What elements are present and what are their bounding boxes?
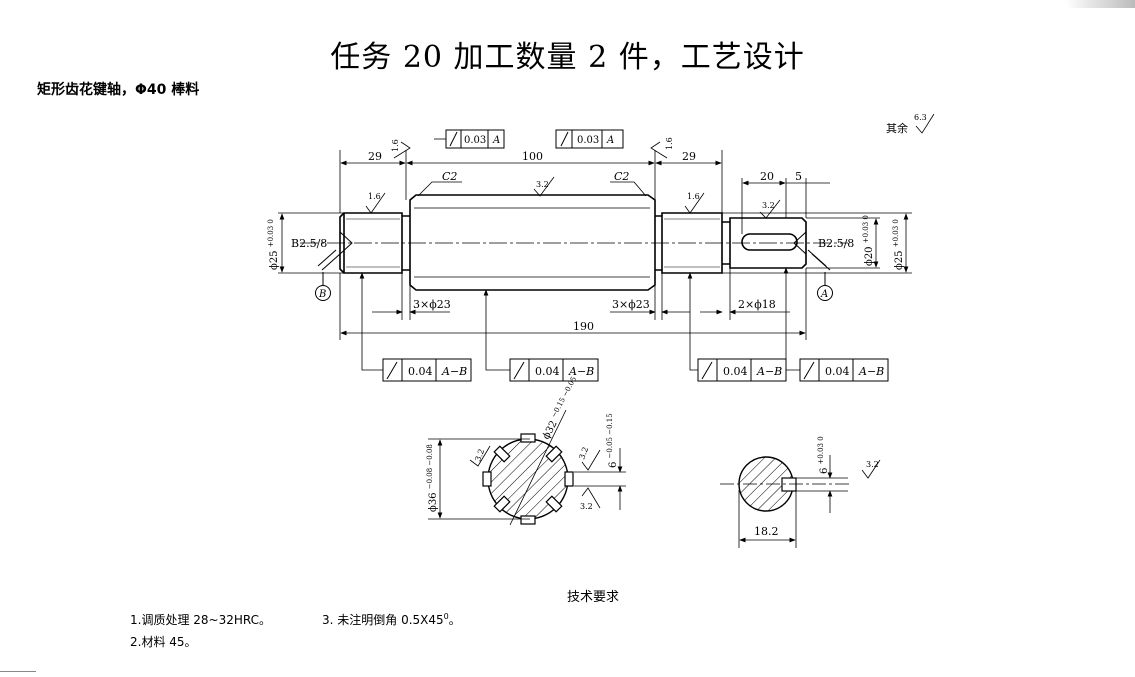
tol-frame-1	[434, 129, 505, 149]
key-width: 6 +0.03 0	[817, 436, 830, 474]
dia-right: ϕ25 +0.03 0	[892, 219, 905, 270]
center-hole-right-label: B2.5/8	[818, 237, 854, 250]
center-hole-left-label: B2.5/8	[291, 237, 327, 250]
tol-frame-3	[382, 358, 472, 382]
key-depth: 18.2	[754, 525, 779, 538]
tol-2-datum: A	[606, 135, 614, 146]
dia-left: ϕ25 +0.03 0	[267, 219, 280, 270]
spline-width: 6 −0.05 −0.15	[606, 413, 619, 468]
tol-frame-5	[697, 358, 787, 382]
svg-text:A: A	[820, 289, 828, 300]
tol-6-value: 0.04	[825, 365, 850, 378]
tol-4-value: 0.04	[535, 365, 560, 378]
requirement-2: 2.材料 45。	[130, 635, 197, 649]
chamfer-right: C2	[614, 170, 629, 183]
dim-5: 5	[795, 170, 802, 183]
requirement-1: 1.调质处理 28~32HRC。	[130, 613, 272, 627]
requirement-3: 3. 未注明倒角 0.5X450。	[322, 612, 461, 627]
groove-mid: 3×ϕ23	[612, 298, 650, 311]
roughness-16-a: 1.6	[368, 192, 381, 201]
tol-1-value: 0.03	[464, 135, 486, 146]
datum-b: B	[315, 272, 331, 301]
top-dimensions	[339, 150, 830, 234]
center-holes	[317, 231, 831, 271]
roughness-16-d: 1.6	[665, 137, 674, 150]
roughness-16-b: 1.6	[687, 192, 700, 201]
tol-frame-4	[509, 358, 599, 382]
page-corner-mark	[0, 671, 36, 673]
spline-roughness-b: 3.2	[580, 502, 593, 511]
key-roughness: 3.2	[866, 460, 879, 469]
dim-190: 190	[573, 320, 594, 333]
tol-3-datum: A−B	[441, 365, 467, 378]
tol-frame-2	[555, 129, 624, 149]
roughness-symbols	[365, 113, 935, 219]
shaft-view	[339, 194, 807, 291]
datum-a: A	[817, 272, 833, 301]
requirements-heading: 技术要求	[567, 590, 620, 605]
rest-roughness-value: 6.3	[914, 113, 927, 122]
dim-29-right: 29	[682, 150, 696, 163]
spline-dia-outer: ϕ36 −0.08 −0.08	[426, 444, 439, 512]
tol-2-value: 0.03	[577, 135, 599, 146]
window-corner	[1065, 0, 1135, 8]
chamfer-left: C2	[442, 170, 457, 183]
page-subtitle: 矩形齿花键轴，Φ40 棒料	[37, 82, 200, 98]
spline-roughness-c: 3.2	[473, 448, 486, 463]
dim-20: 20	[760, 170, 774, 183]
tol-frame-6	[799, 358, 889, 382]
tol-6-datum: A−B	[858, 365, 884, 378]
page-title: 任务 20 加工数量 2 件，工艺设计	[330, 40, 805, 75]
rest-roughness-label: 其余	[886, 121, 908, 135]
roughness-16-c: 1.6	[391, 139, 400, 152]
spline-roughness-a: 3.2	[577, 446, 590, 461]
spline-section	[482, 433, 574, 525]
roughness-32-a: 3.2	[536, 180, 549, 189]
spline-dia-inner: ϕ32 −0.15 −0.05	[539, 375, 582, 441]
dia-right-small: ϕ20 +0.03 0	[862, 215, 875, 266]
svg-text:B: B	[318, 289, 326, 300]
groove-left: 3×ϕ23	[413, 298, 451, 311]
groove-right: 2×ϕ18	[738, 298, 776, 311]
tol-4-datum: A−B	[568, 365, 594, 378]
tol-5-value: 0.04	[723, 365, 748, 378]
tol-5-datum: A−B	[756, 365, 782, 378]
dim-100: 100	[522, 150, 543, 163]
tol-1-datum: A	[492, 135, 500, 146]
roughness-32-b: 3.2	[762, 201, 775, 210]
dim-29-left: 29	[368, 150, 382, 163]
tol-3-value: 0.04	[408, 365, 433, 378]
